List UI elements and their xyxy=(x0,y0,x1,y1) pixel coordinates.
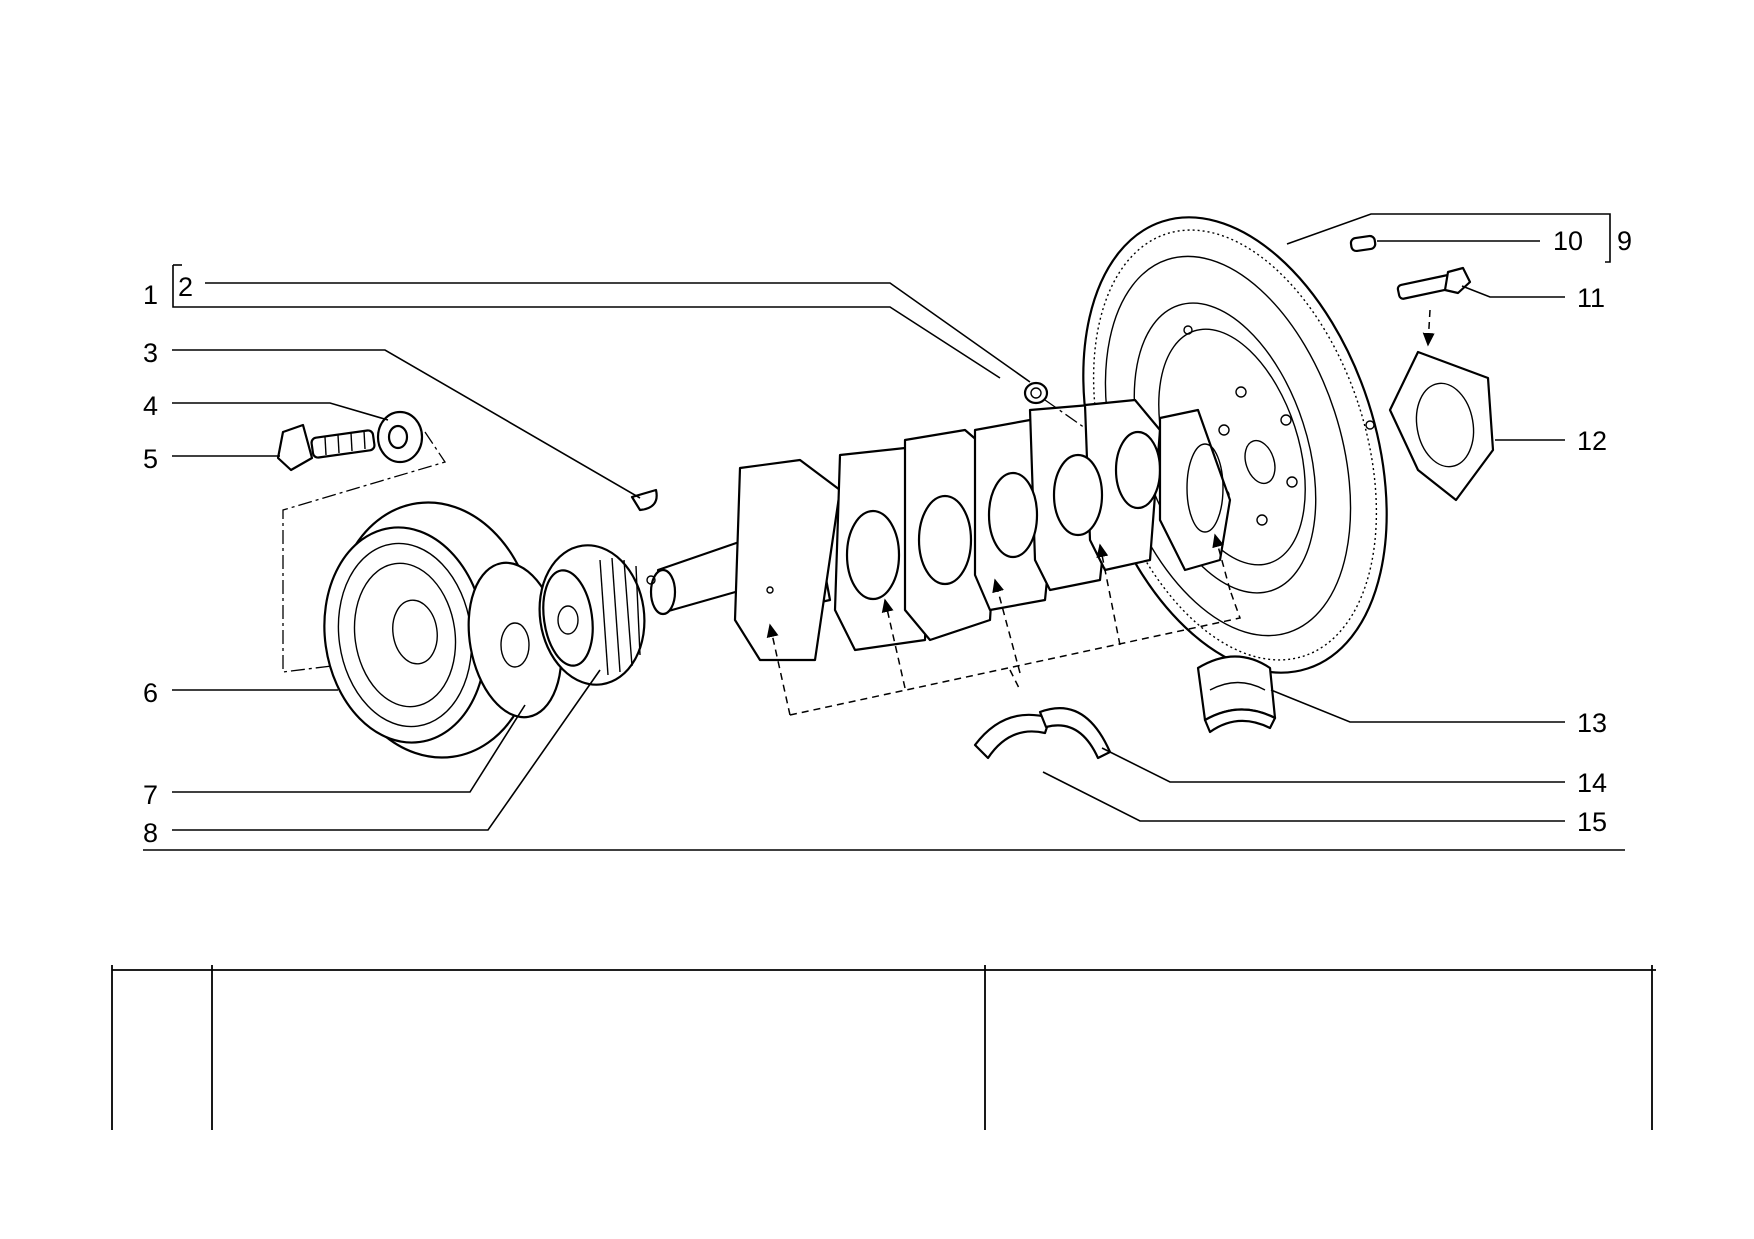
callout-5: 5 xyxy=(143,444,158,474)
timing-belt-sprocket xyxy=(538,544,646,686)
title-block xyxy=(111,965,1656,1130)
main-bearing-shell xyxy=(1196,655,1277,734)
callout-11: 11 xyxy=(1577,283,1605,313)
callout-13: 13 xyxy=(1577,708,1607,738)
callout-14: 14 xyxy=(1577,768,1607,798)
thrust-half-ring-left xyxy=(973,713,1052,760)
woodruff-key xyxy=(630,488,658,512)
thrust-half-ring-right xyxy=(1038,707,1112,760)
callout-8: 8 xyxy=(143,818,158,848)
callout-2: 2 xyxy=(178,272,193,302)
leader-lines xyxy=(143,213,1625,851)
flywheel-bolt xyxy=(1396,266,1472,347)
pulley-bolt xyxy=(276,423,447,673)
oil-plug xyxy=(1023,381,1086,429)
callout-6: 6 xyxy=(143,678,158,708)
dowel-pin xyxy=(1349,234,1377,253)
callout-9: 9 xyxy=(1617,226,1632,256)
flywheel-bolt-plate xyxy=(1388,350,1495,502)
callout-12: 12 xyxy=(1577,426,1607,456)
callout-labels: 1 2 3 4 5 6 7 8 9 10 11 12 13 14 15 xyxy=(143,226,1632,848)
callout-3: 3 xyxy=(143,338,158,368)
callout-10: 10 xyxy=(1553,226,1583,256)
callout-4: 4 xyxy=(143,391,158,421)
crankshaft xyxy=(646,398,1232,662)
callout-15: 15 xyxy=(1577,807,1607,837)
washer xyxy=(376,410,424,464)
callout-1: 1 xyxy=(143,280,158,310)
bearing-guide-lines xyxy=(766,533,1241,716)
callout-7: 7 xyxy=(143,780,158,810)
